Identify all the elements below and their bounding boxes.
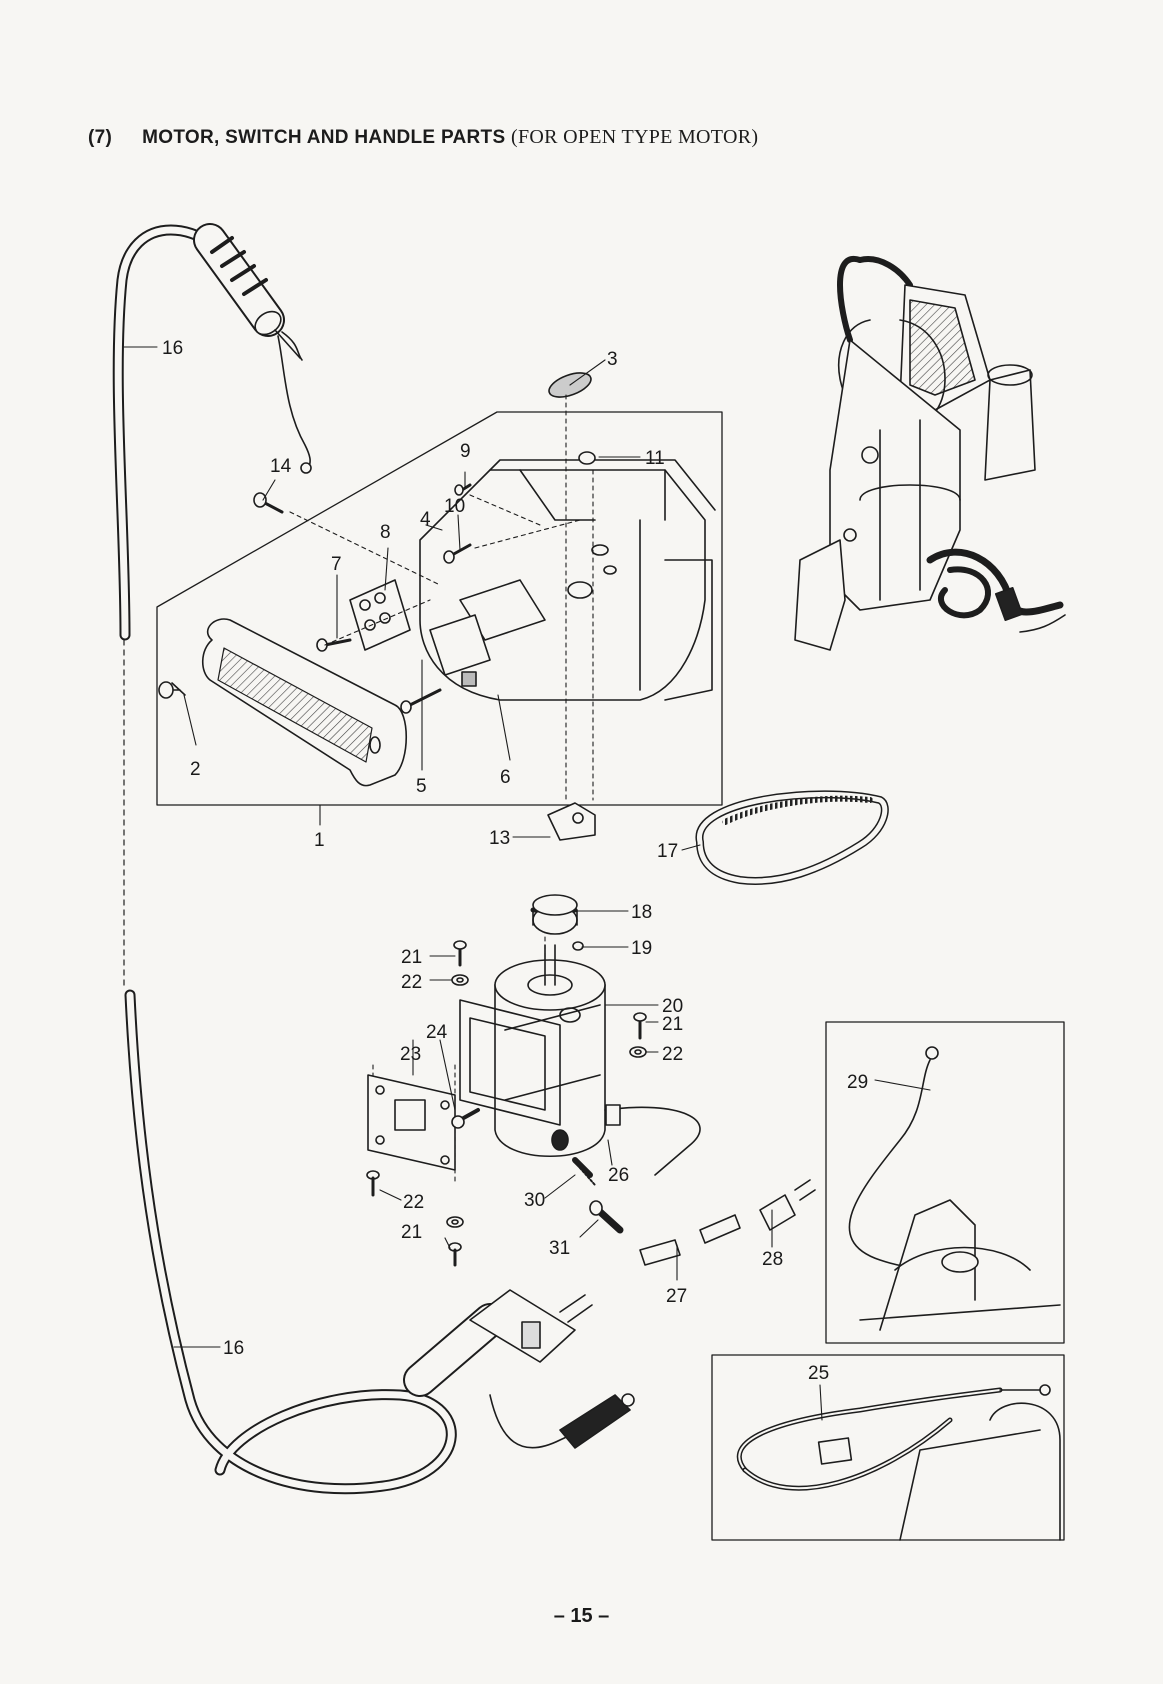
inset-wire-29 — [826, 1022, 1064, 1343]
callout-16-lower: 16 — [223, 1338, 244, 1359]
switch-box-assembly — [157, 368, 722, 840]
callout-22-lower: 22 — [403, 1192, 424, 1213]
callout-4: 4 — [420, 509, 431, 530]
callout-19: 19 — [631, 938, 652, 959]
motor-assembly — [367, 895, 815, 1265]
callout-27: 27 — [666, 1286, 687, 1307]
callout-29: 29 — [847, 1072, 868, 1093]
callout-13: 13 — [489, 828, 510, 849]
callout-22-upper-left: 22 — [401, 972, 422, 993]
callout-5: 5 — [416, 776, 427, 797]
callout-14: 14 — [270, 456, 292, 477]
callout-24: 24 — [426, 1022, 448, 1043]
callout-11: 11 — [645, 448, 665, 469]
callout-17: 17 — [657, 841, 678, 862]
callout-10: 10 — [444, 496, 465, 517]
callout-16-upper: 16 — [162, 338, 183, 359]
callout-3: 3 — [607, 349, 618, 370]
callout-31: 31 — [549, 1238, 570, 1259]
callout-9: 9 — [460, 441, 471, 462]
page-number: – 15 – — [0, 1605, 1163, 1628]
callout-8: 8 — [380, 522, 391, 543]
inset-wire-25 — [712, 1355, 1064, 1540]
callout-1: 1 — [314, 830, 325, 851]
callout-18: 18 — [631, 902, 652, 923]
callout-25: 25 — [808, 1363, 829, 1384]
callout-21-lower: 21 — [401, 1222, 422, 1243]
callout-2: 2 — [190, 759, 201, 780]
callout-21-upper-left: 21 — [401, 947, 422, 968]
timing-belt — [699, 794, 884, 881]
callout-23: 23 — [400, 1044, 421, 1065]
sewing-head-illustration — [795, 259, 1065, 650]
callout-22-right: 22 — [662, 1044, 683, 1065]
callout-6: 6 — [500, 767, 511, 788]
callout-28: 28 — [762, 1249, 783, 1270]
callout-21-right: 21 — [662, 1014, 683, 1035]
callout-30: 30 — [524, 1190, 545, 1211]
callout-26: 26 — [608, 1165, 629, 1186]
callout-7: 7 — [331, 554, 342, 575]
power-cord — [118, 230, 634, 1489]
